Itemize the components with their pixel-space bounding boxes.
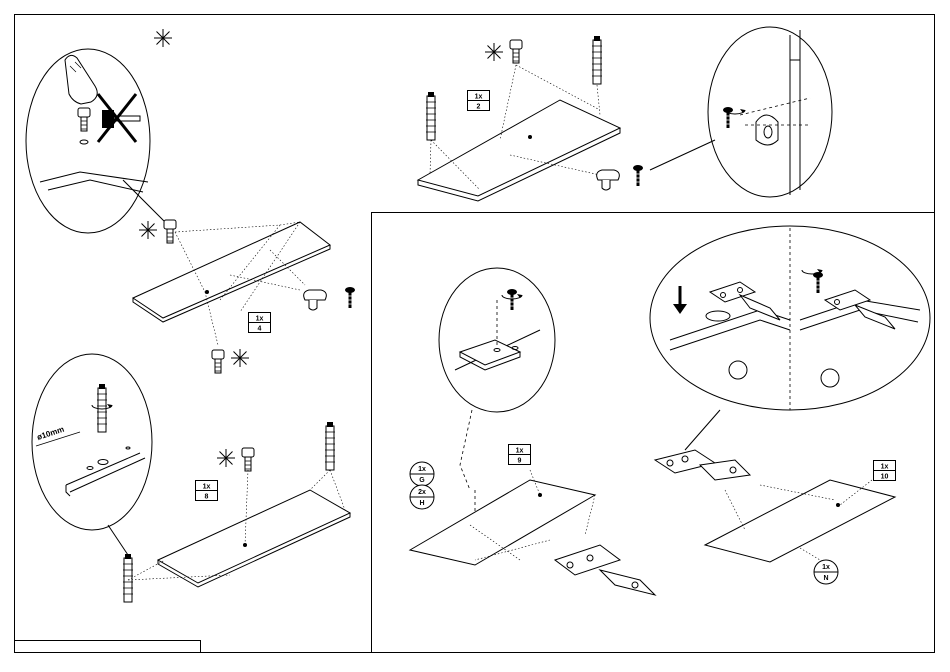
cam-bolt-icon [78, 108, 90, 131]
clip-icon [304, 290, 327, 310]
label-qty-4: 1x 4 [249, 313, 271, 333]
board-10 [705, 480, 895, 562]
clip-icon [756, 115, 778, 145]
dowel-icon [97, 384, 107, 432]
part-number: 2 [477, 104, 481, 111]
screw-icon [345, 287, 355, 308]
board-4 [133, 222, 330, 318]
label-qty-n: 1x N [814, 560, 838, 584]
qty-count: 1x [203, 484, 211, 491]
qty-count: 1x [822, 564, 830, 571]
part-number: N [823, 575, 828, 582]
cam-bolt-icon [164, 220, 176, 243]
qty-count: 2x [418, 489, 426, 496]
finger-press-icon [65, 55, 97, 104]
part-number: H [419, 500, 424, 507]
label-qty-g: 1x G [410, 462, 434, 486]
qty-count: 1x [881, 464, 889, 471]
cam-bolt-icon [242, 448, 254, 471]
hinge-icon [655, 450, 750, 480]
label-qty-8: 1x 8 [196, 481, 218, 501]
step-hinge-board-10: 1x 10 1x N [650, 226, 930, 584]
board-9 [410, 480, 595, 565]
cam-bolt-icon [510, 40, 522, 63]
dowel-icon [592, 36, 602, 84]
qty-count: 1x [418, 466, 426, 473]
part-number: 10 [881, 474, 889, 481]
step-board-2: 1x 2 [418, 27, 832, 201]
step-hinge-board-9: 1x 9 1x G 2x H [410, 268, 655, 595]
qty-count: 1x [516, 448, 524, 455]
screw-icon [813, 272, 823, 293]
part-number: 4 [258, 326, 262, 333]
qty-count: 1x [475, 94, 483, 101]
asterisk-icon [139, 221, 157, 239]
hinge-icon [555, 545, 655, 595]
clip-icon [597, 170, 620, 190]
asterisk-icon [154, 29, 172, 47]
part-number: 9 [518, 458, 522, 465]
label-qty-10: 1x 10 [874, 461, 896, 481]
detail-circle [32, 354, 152, 530]
hinge-icon [710, 282, 780, 320]
asterisk-icon [485, 43, 503, 61]
cam-bolt-icon [212, 350, 224, 373]
label-qty-2: 1x 2 [468, 91, 490, 111]
asterisk-icon [231, 349, 249, 367]
detail-circle [439, 268, 555, 412]
footer-box [15, 641, 201, 653]
dowel-icon [325, 422, 335, 470]
part-number: G [419, 477, 425, 484]
label-qty-9: 1x 9 [509, 445, 531, 465]
hinge-panel-frame [372, 213, 935, 653]
dowel-icon [426, 92, 436, 140]
screw-icon [633, 165, 643, 186]
screw-icon [723, 107, 733, 128]
hinge-icon [825, 290, 895, 329]
asterisk-icon [217, 449, 235, 467]
board-8 [158, 490, 350, 583]
drill-diameter: ø10mm [36, 425, 65, 442]
label-qty-h: 2x H [410, 485, 434, 509]
no-hammer-icon [98, 94, 140, 142]
rotate-arrow-icon [802, 269, 822, 274]
part-number: 8 [205, 494, 209, 501]
step-cam-bolt-board-4: 1x 4 [26, 29, 355, 373]
step-dowel-board-8: ø10mm 1x 8 [32, 354, 350, 602]
down-arrow-icon [673, 286, 687, 314]
qty-count: 1x [256, 316, 264, 323]
